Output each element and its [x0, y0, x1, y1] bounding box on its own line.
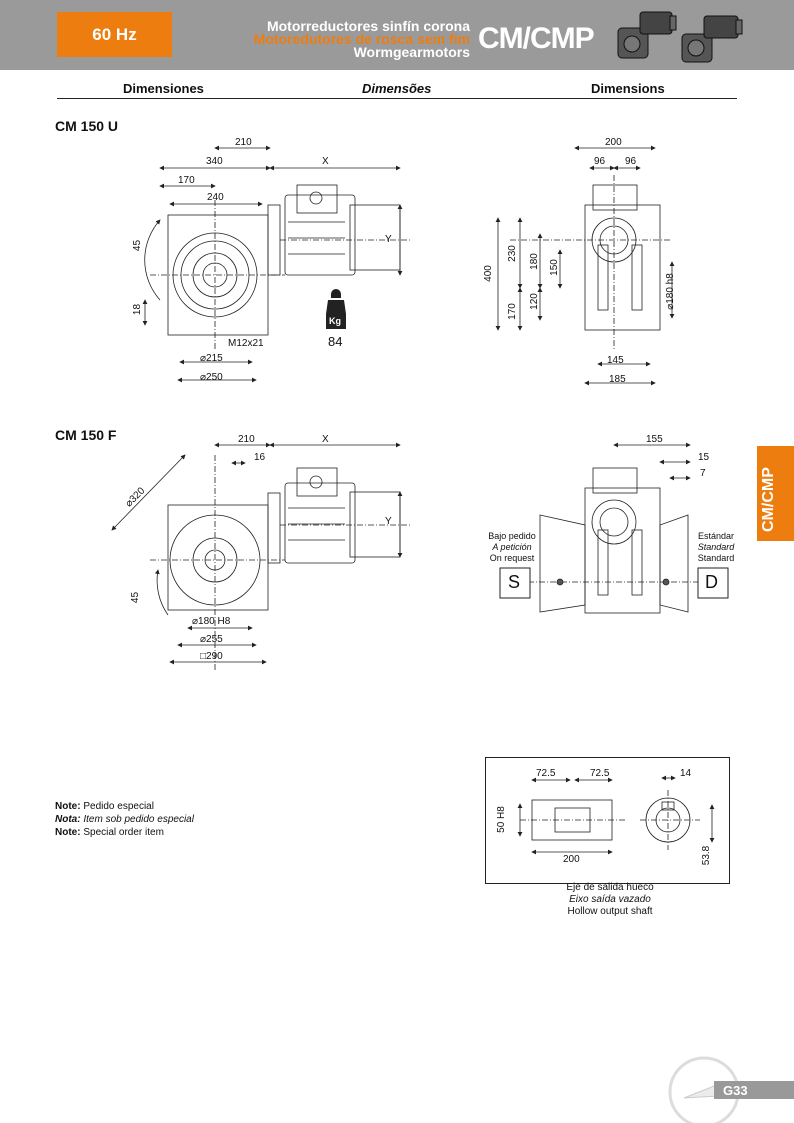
shaft-caption-es: Eje de salida hueco [566, 882, 654, 893]
note-pt-label: Nota: [55, 814, 81, 825]
section-label-en: Dimensions [591, 81, 665, 96]
series-title: CM/CMP [478, 22, 595, 55]
dim-f-y: Y [385, 516, 392, 527]
title-pt: Motoredutores de rosca sem fim [253, 31, 470, 47]
dim-215: ⌀215 [200, 353, 223, 364]
dim-f-x: X [322, 434, 329, 445]
weight-value: 84 [328, 334, 343, 349]
dim-45: 45 [132, 239, 144, 252]
hollow-shaft-frame [485, 757, 730, 884]
dim-240: 240 [207, 192, 224, 203]
side-left-labels: Bajo pedido A petición On request [486, 531, 538, 564]
drawing-cm150f-side [111, 442, 410, 670]
title-en: Wormgearmotors [353, 44, 470, 60]
side-left-en: On request [489, 553, 535, 563]
dim-96b: 96 [625, 156, 637, 167]
side-left-es: Bajo pedido [488, 531, 536, 541]
side-d-box [697, 567, 729, 599]
dim-210: 210 [235, 137, 252, 148]
shaft-dim-50: 50 H8 [495, 806, 507, 833]
note-es-text: Pedido especial [80, 801, 154, 812]
dim-120: 120 [528, 293, 540, 310]
dim-150: 150 [548, 259, 560, 276]
frequency-badge: 60 Hz [57, 12, 172, 57]
dim-250: ⌀250 [200, 372, 223, 383]
dim-180: 180 [528, 253, 540, 270]
dim-170b: 170 [506, 303, 518, 320]
notes: Note: Pedido especial Nota: Item sob ped… [55, 800, 194, 839]
dim-185: 185 [609, 374, 626, 385]
note-en-label: Note: [55, 827, 81, 838]
title-es: Motorreductores sinfín corona [266, 18, 470, 34]
dim-340: 340 [206, 156, 223, 167]
dim-145: 145 [607, 355, 624, 366]
dim-x: X [322, 156, 329, 167]
shaft-dim-72a: 72.5 [536, 768, 556, 779]
motor-illustration [617, 11, 743, 63]
dim-f-290: □290 [200, 651, 223, 662]
shaft-dim-14: 14 [680, 768, 692, 779]
dim-f-155: 155 [646, 434, 663, 445]
dim-230: 230 [506, 245, 518, 262]
weight-unit: Kg [329, 316, 341, 326]
dim-f-15: 15 [698, 452, 710, 463]
dim-y: Y [385, 234, 392, 245]
dim-f-7: 7 [700, 468, 706, 479]
side-left-pt: A petición [492, 542, 532, 552]
side-right-pt: Standard [697, 542, 735, 552]
dim-96a: 96 [594, 156, 606, 167]
frequency-label: 60 Hz [92, 24, 137, 44]
drawing-cm150u-side [142, 145, 410, 383]
shaft-dim-72b: 72.5 [590, 768, 610, 779]
section-label-pt: Dimensões [362, 81, 432, 96]
shaft-dim-53: 53.8 [701, 845, 713, 866]
shaft-caption-pt: Eixo saída vazado [569, 894, 651, 905]
side-right-en: Standard [697, 553, 735, 563]
weight-icon [326, 289, 346, 329]
section-label-es: Dimensiones [123, 81, 204, 96]
drawing-cm150f-front [528, 442, 700, 614]
header-titles: Motorreductores sinfín corona Motoreduto… [200, 18, 470, 60]
page-number-label: G33 [723, 1083, 748, 1098]
page-number: G33 [714, 1081, 794, 1099]
note-pt: Nota: Item sob pedido especial [55, 813, 194, 826]
side-right-es: Estándar [697, 531, 735, 541]
dim-200: 200 [605, 137, 622, 148]
shaft-dim-200: 200 [563, 854, 580, 865]
drawing-hollow-shaft [517, 775, 715, 855]
dim-400: 400 [482, 265, 494, 282]
dim-f-180h8: ⌀180 H8 [192, 616, 231, 627]
dim-f-255: ⌀255 [200, 634, 223, 645]
dim-180h8: ⌀180 h8 [664, 273, 676, 310]
note-en: Note: Special order item [55, 826, 194, 839]
dim-f-45: 45 [130, 591, 142, 604]
note-es: Note: Pedido especial [55, 800, 194, 813]
shaft-caption-en: Hollow output shaft [567, 906, 653, 917]
side-s-box [499, 567, 531, 599]
shaft-caption: Eje de salida hueco Eixo saída vazado Ho… [485, 882, 735, 918]
note-pt-text: Item sob pedido especial [80, 814, 194, 825]
model-title-f: CM 150 F [55, 427, 117, 443]
side-s-letter: S [508, 572, 521, 592]
side-d-letter: D [705, 572, 718, 592]
note-en-text: Special order item [80, 827, 164, 838]
dim-18: 18 [132, 303, 144, 316]
drawing-cm150u-front [495, 145, 675, 386]
side-tab: CM/CMP [757, 446, 794, 541]
dim-170: 170 [178, 175, 195, 186]
dim-m12: M12x21 [228, 338, 264, 349]
side-right-labels: Estándar Standard Standard [692, 531, 740, 564]
model-title-u: CM 150 U [55, 118, 119, 134]
section-labels: Dimensiones Dimensões Dimensions [57, 80, 737, 99]
dim-f-210: 210 [238, 434, 255, 445]
note-es-label: Note: [55, 801, 81, 812]
page-header: 60 Hz Motorreductores sinfín corona Moto… [0, 0, 794, 70]
dim-f-16: 16 [254, 452, 266, 463]
